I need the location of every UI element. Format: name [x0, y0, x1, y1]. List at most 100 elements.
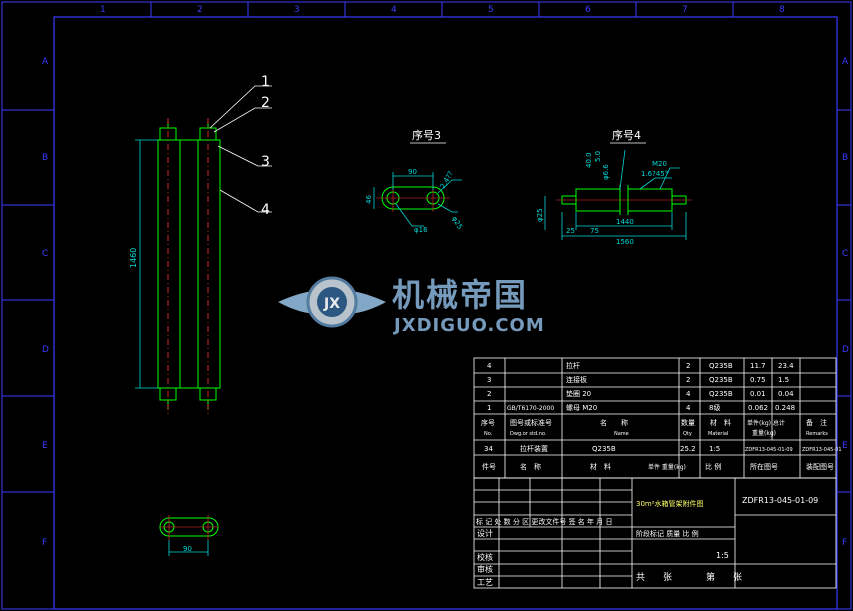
label-process: 工艺 [477, 578, 493, 587]
sheet-number: 第 张 [706, 571, 742, 583]
bom-cell: 23.4 [778, 362, 794, 370]
bom-cell: 2 [686, 376, 690, 384]
seq4-dim-c: 40.0 [585, 152, 593, 168]
bom-cell: 2 [487, 390, 491, 398]
bom-rows: 4 拉杆 2 Q235B 11.7 23.4 3 连接板 2 Q235B 0.7… [481, 361, 842, 471]
title-block-text: 30m²水箱管架附件图 ZDFR13-045-01-09 标 记 处 数 分 区… [476, 496, 818, 587]
bom-cell: 螺母 M20 [566, 403, 597, 412]
bom-header: 数量 [681, 418, 695, 427]
assembly-header: 比 例 [705, 462, 721, 471]
gear-logo-icon: JX [278, 276, 386, 328]
seq4-dim-d: 5.0 [594, 151, 602, 162]
assembly-header: 件号 [482, 462, 496, 471]
seq4-dim-i: 1440 [616, 218, 634, 226]
balloon-1: 1 [261, 74, 270, 90]
bom-table [473, 357, 837, 479]
stage-header: 阶段标记 质量 比 例 [636, 529, 699, 538]
bom-cell: 0.75 [750, 376, 766, 384]
bom-cell: 垫圈 20 [566, 389, 591, 398]
seq4-dim-j: 1560 [616, 238, 634, 246]
bom-cell: 0.04 [778, 390, 794, 398]
assembly-cell: ZDFR13-045-01-09 [745, 447, 793, 453]
zone-row-label: F [42, 538, 47, 548]
watermark: JX 机械帝国 JXDIGUO.COM [278, 276, 545, 336]
seq3-dim-hole: φ16 [414, 226, 428, 234]
main-view-tie-rod-assembly: 1 2 3 4 1460 [129, 74, 272, 415]
bom-header: Qty [683, 431, 692, 437]
watermark-en-text: JXDIGUO.COM [392, 315, 545, 336]
label-check: 校核 [477, 552, 493, 562]
assembly-cell: 34 [484, 445, 493, 453]
seq4-dim-a: M20 [652, 160, 667, 168]
zone-col-label: 8 [779, 5, 785, 15]
bom-header: Remarks [806, 431, 828, 437]
zone-col-label: 5 [488, 5, 494, 15]
zone-row-label: B [842, 153, 848, 163]
product-name: 30m²水箱管架附件图 [636, 499, 704, 508]
bom-cell: 0.062 [748, 404, 768, 412]
bom-header: 重量(kg) [752, 429, 776, 437]
assembly-header: 材 料 [590, 462, 611, 471]
bom-header: 序号 [481, 418, 495, 427]
seq3-dim-right: φ25 [450, 215, 464, 231]
detail-view-seq3: 序号3 90 2.4?? 46 φ25 φ16 [365, 128, 464, 234]
zone-col-label: 1 [100, 5, 106, 15]
zone-col-label: 7 [682, 5, 688, 15]
zone-col-label: 3 [294, 5, 300, 15]
bom-cell: 1.5 [778, 376, 789, 384]
main-length-dimension: 1460 [129, 248, 138, 268]
seq3-title: 序号3 [412, 128, 441, 142]
bom-header: 单件(kg) 总计 [747, 419, 785, 427]
seq4-dim-h: 75 [590, 227, 599, 235]
bom-cell: 拉杆 [566, 361, 580, 370]
assembly-cell: 1:5 [709, 445, 720, 453]
bom-cell: 2 [686, 362, 690, 370]
bom-header: 图号或标准号 [510, 418, 552, 427]
assembly-header: 所在图号 [750, 462, 778, 471]
zone-row-label: D [842, 345, 849, 355]
assembly-header: 装配图号 [806, 462, 834, 471]
title-block [473, 477, 837, 589]
detail-view-seq4: 序号4 1.6?45° M20 40.0 5.0 φ6.6 [536, 128, 692, 246]
bom-header: No. [484, 431, 493, 437]
bom-cell: 4 [686, 390, 691, 398]
bom-cell: 连接板 [566, 375, 587, 384]
zone-col-label: 4 [391, 5, 397, 15]
drawing-number: ZDFR13-045-01-09 [742, 496, 818, 505]
balloon-4: 4 [261, 202, 270, 218]
bom-cell: 3 [487, 376, 491, 384]
zone-col-label: 2 [197, 5, 203, 15]
zone-row-label: E [842, 441, 848, 451]
balloon-3: 3 [261, 154, 270, 170]
seq3-dim-top: 90 [408, 168, 417, 176]
bom-cell: 8级 [709, 403, 720, 412]
zone-col-label: 6 [585, 5, 591, 15]
zone-labels: 1 2 3 4 5 6 7 8 A B C D E F A B C D E F [42, 5, 849, 548]
bom-header: Dwg.or std.no. [510, 431, 547, 437]
zone-row-label: C [42, 249, 48, 259]
bom-cell: Q235B [709, 390, 733, 398]
zone-row-label: D [42, 345, 49, 355]
zone-row-label: A [842, 57, 849, 67]
seq4-dim-g: φ25 [536, 208, 544, 222]
assembly-cell: Q235B [592, 445, 616, 453]
seq4-title: 序号4 [612, 128, 641, 142]
bom-cell: 0.01 [750, 390, 766, 398]
bom-cell: Q235B [709, 362, 733, 370]
label-design: 设计 [477, 528, 493, 538]
balloon-2: 2 [261, 95, 270, 111]
revision-header: 标 记 处 数 分 区 更改文件号 签 名 年 月 日 [476, 517, 612, 526]
zone-row-label: C [842, 249, 848, 259]
zone-row-label: A [42, 57, 49, 67]
bom-header: 名 称 [600, 418, 628, 427]
assembly-header: 单件 重量(kg) [648, 463, 686, 471]
zone-row-label: B [42, 153, 48, 163]
bom-cell: 11.7 [750, 362, 766, 370]
zone-row-label: E [42, 441, 48, 451]
bom-header: Material [708, 431, 728, 437]
seq3-dim-left: 46 [365, 195, 373, 204]
seq4-dim-e: φ6.6 [602, 164, 610, 180]
assembly-cell: 拉杆装置 [520, 444, 548, 453]
